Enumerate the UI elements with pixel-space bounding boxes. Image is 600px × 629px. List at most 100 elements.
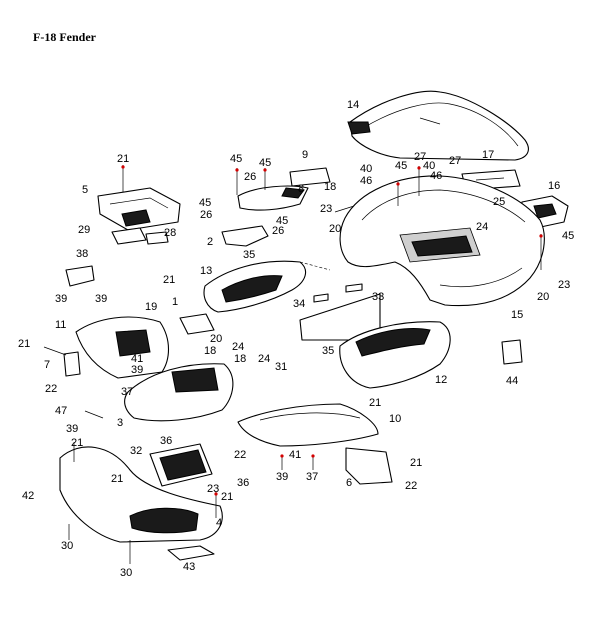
part-small-cover [289,167,331,187]
fastener-dot [121,165,125,169]
fastener-dot [235,168,239,172]
callout-20: 20 [210,333,222,345]
callout-11: 11 [55,319,66,331]
callout-24: 24 [232,341,244,353]
callout-42: 42 [22,490,34,502]
callout-21: 21 [71,437,83,449]
fastener-dot [311,454,315,458]
part-bracket-38 [65,265,95,287]
callout-18: 18 [204,345,216,357]
callout-45: 45 [199,197,211,209]
callout-21: 21 [163,274,175,286]
part-bracket-2 [221,225,269,247]
callout-4: 4 [216,517,222,529]
callout-18: 18 [324,181,336,193]
callout-23: 23 [558,279,570,291]
callout-27: 27 [449,155,461,167]
callout-30: 30 [120,567,132,579]
callout-45: 45 [259,157,271,169]
callout-22: 22 [234,449,246,461]
part-plate-44 [501,339,523,365]
part-sheet-43 [167,545,215,561]
callout-14: 14 [347,99,359,111]
part-28 [145,231,169,245]
callout-17: 17 [482,149,494,161]
callout-19: 19 [145,301,157,313]
callout-34: 34 [293,298,305,310]
callout-24: 24 [476,221,488,233]
callout-8: 8 [298,183,304,195]
callout-6: 6 [346,477,352,489]
leader-lines [43,117,542,564]
callout-39: 39 [131,364,143,376]
callout-7: 7 [44,359,50,371]
fastener-dot [539,234,543,238]
part-pad-7 [63,351,81,377]
callout-27: 27 [414,151,426,163]
callout-21: 21 [117,153,129,165]
callout-20: 20 [537,291,549,303]
part-seat [347,90,529,161]
callout-9: 9 [302,149,308,161]
fastener-dot [417,166,421,170]
callout-41: 41 [289,449,301,461]
callout-21: 21 [111,473,123,485]
callout-22: 22 [45,383,57,395]
part-front-fender [124,363,234,422]
part-rear-fender [339,175,545,307]
callout-1: 1 [172,296,178,308]
callout-26: 26 [244,171,256,183]
callout-33: 33 [372,291,384,303]
callout-46: 46 [360,175,372,187]
callout-46: 46 [430,170,442,182]
callout-35: 35 [243,249,255,261]
part-center-cover [203,260,307,313]
callout-45: 45 [276,215,288,227]
callout-21: 21 [221,491,233,503]
callout-38: 38 [76,248,88,260]
callout-44: 44 [506,375,518,387]
diagram-title: F-18 Fender [33,30,97,44]
callout-5: 5 [82,184,88,196]
part-19 [179,313,215,335]
part-storage-box [97,187,181,231]
callout-20: 20 [329,223,341,235]
callout-13: 13 [200,265,212,277]
label-plate-text-line [475,177,505,181]
callout-24: 24 [258,353,270,365]
callout-37: 37 [121,386,133,398]
callout-18: 18 [234,353,246,365]
callout-32: 32 [130,445,142,457]
fastener-dot [280,454,284,458]
callout-31: 31 [275,361,287,373]
callout-10: 10 [389,413,401,425]
callout-39: 39 [276,471,288,483]
fastener-dot [263,168,267,172]
part-34 [313,293,329,303]
callout-39: 39 [66,423,78,435]
callout-43: 43 [183,561,195,573]
callout-29: 29 [78,224,90,236]
callout-22: 22 [405,480,417,492]
callout-41: 41 [131,353,143,365]
callout-36: 36 [160,435,172,447]
callout-25: 25 [493,196,505,208]
callout-2: 2 [207,236,213,248]
callout-28: 28 [164,227,176,239]
callout-21: 21 [410,457,422,469]
callout-12: 12 [435,374,447,386]
callout-3: 3 [117,417,123,429]
callout-23: 23 [207,483,219,495]
fastener-dot [396,182,400,186]
callout-26: 26 [272,225,284,237]
callout-21: 21 [18,338,30,350]
leader-dash-13 [299,261,331,271]
part-grille [149,443,213,487]
part-side-cover-right [339,321,451,389]
callout-39: 39 [95,293,107,305]
callout-45: 45 [562,230,574,242]
part-29 [111,227,147,245]
part-headlight-cover [59,446,223,543]
callout-21: 21 [369,397,381,409]
